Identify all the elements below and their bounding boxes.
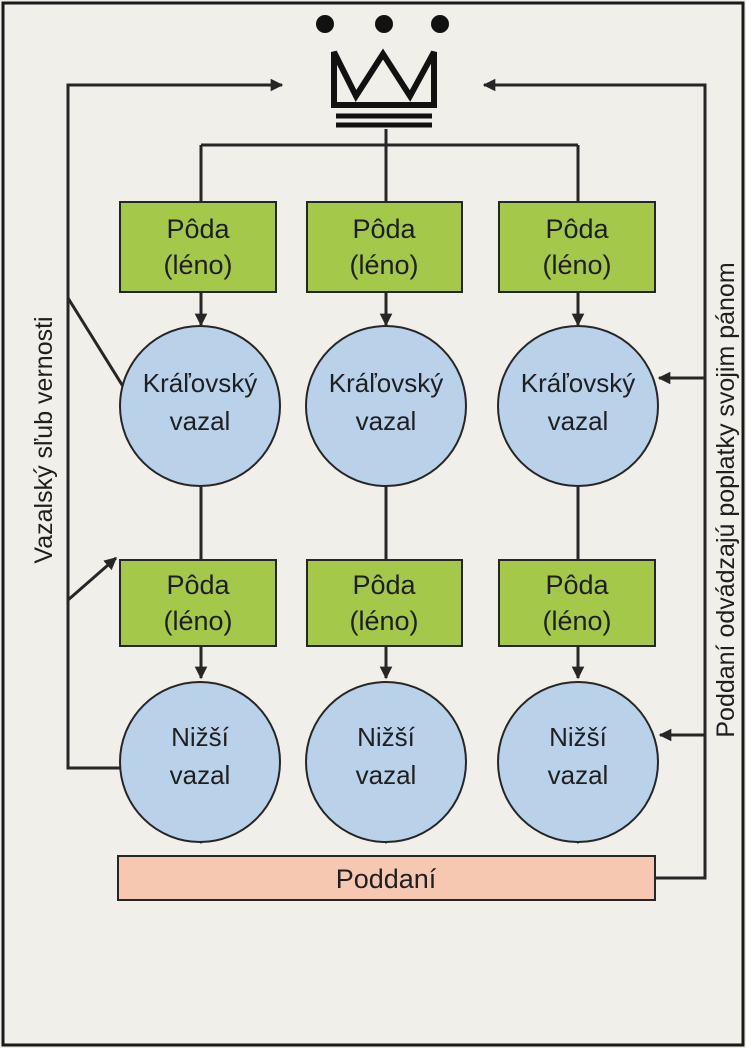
land-note: (léno) <box>349 606 418 636</box>
land-label: Pôda <box>352 570 416 600</box>
land-label: Pôda <box>166 214 230 244</box>
right-side-label: Poddaní odvádzajú poplatky svojim pánom <box>712 262 740 737</box>
land-upper-col3: Pôda (léno) <box>498 201 656 293</box>
left-side-label: Vazalský sľub vernosti <box>30 316 58 563</box>
royal-vassal-col1: Kráľovský vazal <box>119 325 281 487</box>
land-label: Pôda <box>352 214 416 244</box>
land-note: (léno) <box>163 250 232 280</box>
royal-vassal-col3: Kráľovský vazal <box>497 325 659 487</box>
lower-vassal-col3: Nižší vazal <box>497 681 659 843</box>
land-lower-col2: Pôda (léno) <box>306 559 463 647</box>
land-lower-col3: Pôda (léno) <box>498 559 656 647</box>
vassal-type: vazal <box>170 760 231 790</box>
vassal-type: vazal <box>356 760 417 790</box>
vassal-type: vazal <box>356 406 417 436</box>
subjects-bar: Poddaní <box>117 855 656 901</box>
oath-loop <box>66 78 284 770</box>
lower-vassal-col2: Nižší vazal <box>305 681 467 843</box>
vassal-type: vazal <box>548 406 609 436</box>
vassal-type: vazal <box>170 406 231 436</box>
land-upper-col1: Pôda (léno) <box>119 201 277 293</box>
vassal-title: Kráľovský <box>521 368 636 398</box>
land-note: (léno) <box>163 606 232 636</box>
land-label: Pôda <box>545 570 609 600</box>
land-label: Pôda <box>166 570 230 600</box>
vassal-type: vazal <box>548 760 609 790</box>
royal-vassal-col2: Kráľovský vazal <box>305 325 467 487</box>
vassal-title: Nižší <box>171 722 230 752</box>
crown-icon <box>316 15 449 128</box>
land-note: (léno) <box>349 250 418 280</box>
land-label: Pôda <box>545 214 609 244</box>
subjects-label: Poddaní <box>336 864 437 894</box>
land-note: (léno) <box>542 250 611 280</box>
land-lower-col1: Pôda (léno) <box>119 559 277 647</box>
land-upper-col2: Pôda (léno) <box>306 201 463 293</box>
fees-loop <box>482 78 707 880</box>
vassal-title: Nižší <box>549 722 608 752</box>
lower-vassal-col1: Nižší vazal <box>119 681 281 843</box>
vassal-title: Nižší <box>357 722 416 752</box>
land-note: (léno) <box>542 606 611 636</box>
vassal-title: Kráľovský <box>329 368 444 398</box>
vassal-title: Kráľovský <box>143 368 258 398</box>
